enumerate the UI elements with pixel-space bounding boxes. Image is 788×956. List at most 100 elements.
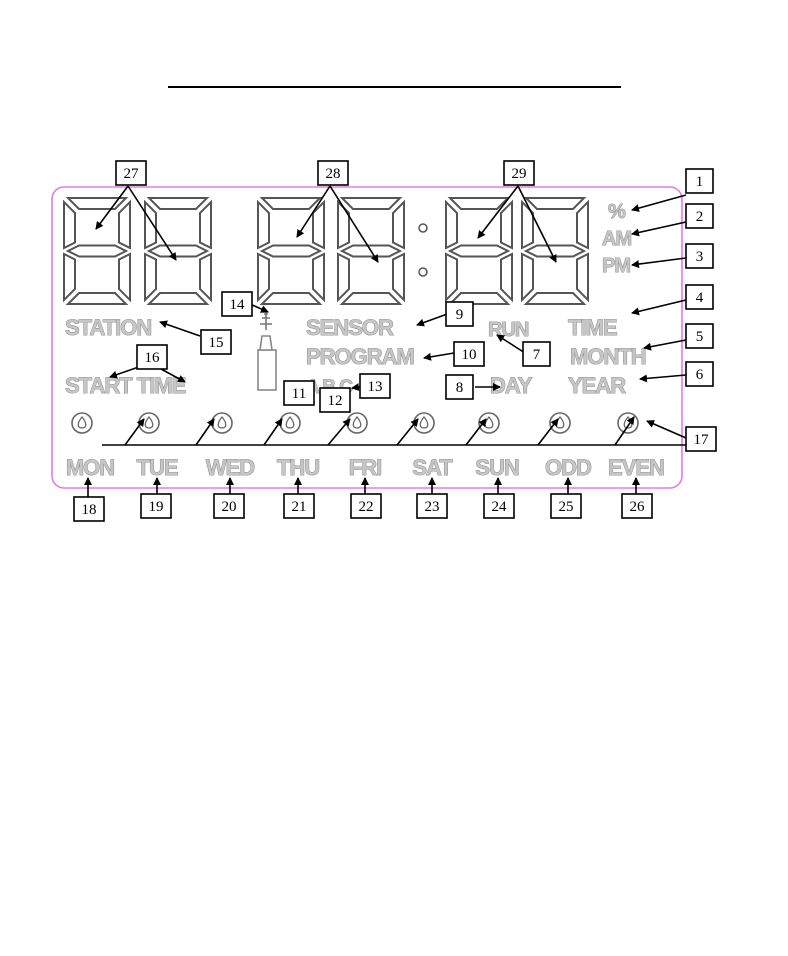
day-label-sun: SUN	[475, 455, 519, 480]
lcd-percent: %	[608, 201, 626, 223]
callout-26: 26	[622, 494, 652, 518]
callout-9: 9	[446, 302, 473, 326]
lcd-start-time: START TIME	[65, 373, 186, 398]
water-drop-icon	[347, 413, 367, 433]
day-labels: MON TUE WED THU FRI SAT SUN ODD EVEN	[66, 455, 664, 480]
callout-6: 6	[686, 362, 713, 386]
day-label-fri: FRI	[349, 455, 381, 480]
lcd-sensor: SENSOR	[306, 315, 394, 340]
callout-24: 24	[484, 494, 514, 518]
callout-11: 11	[284, 381, 314, 405]
day-label-even: EVEN	[608, 455, 664, 480]
callout-number: 4	[696, 290, 704, 306]
callout-12: 12	[320, 388, 350, 412]
callout-28: 28	[318, 161, 348, 185]
callout-20: 20	[214, 494, 244, 518]
callout-3: 3	[686, 244, 713, 268]
water-drop-icon	[72, 413, 92, 433]
callout-number: 7	[533, 347, 541, 363]
callout-number: 16	[145, 350, 161, 366]
callout-number: 21	[292, 499, 307, 515]
lcd-program: PROGRAM	[306, 344, 414, 369]
lcd-month: MONTH	[570, 344, 646, 369]
water-drop-icon	[280, 413, 300, 433]
callout-5: 5	[686, 324, 713, 348]
segment	[526, 198, 584, 209]
lcd-station: STATION	[65, 315, 151, 340]
callout-number: 26	[630, 499, 646, 515]
lcd-pm: PM	[602, 255, 630, 277]
callout-7: 7	[523, 342, 550, 366]
callout-number: 20	[222, 499, 237, 515]
callout-number: 3	[696, 249, 704, 265]
callout-number: 23	[425, 499, 440, 515]
water-drop-icon	[550, 413, 570, 433]
water-drop-icon	[618, 413, 638, 433]
callout-number: 5	[696, 329, 704, 345]
callout-number: 17	[694, 432, 710, 448]
callout-10: 10	[454, 342, 484, 366]
segment	[149, 293, 207, 304]
callout-number: 8	[456, 380, 464, 396]
callout-number: 28	[326, 166, 341, 182]
callout-23: 23	[417, 494, 447, 518]
callout-number: 6	[696, 367, 704, 383]
callout-1: 1	[686, 169, 713, 193]
callout-22: 22	[351, 494, 381, 518]
callout-13: 13	[360, 374, 390, 398]
callout-number: 29	[512, 166, 527, 182]
callout-15: 15	[201, 330, 231, 354]
lcd-run: RUN	[488, 319, 529, 341]
lcd-day: DAY	[490, 373, 533, 398]
callout-4: 4	[686, 285, 713, 309]
callout-number: 25	[559, 499, 574, 515]
day-label-wed: WED	[206, 455, 254, 480]
callout-number: 19	[149, 499, 164, 515]
callout-number: 24	[492, 499, 508, 515]
callout-17: 17	[686, 427, 716, 451]
callout-number: 27	[124, 166, 140, 182]
callout-27: 27	[116, 161, 146, 185]
callout-14: 14	[222, 292, 252, 316]
drop-icons	[72, 413, 638, 433]
callout-number: 14	[230, 297, 246, 313]
callout-number: 15	[209, 335, 224, 351]
callout-2: 2	[686, 204, 713, 228]
callout-18: 18	[74, 497, 104, 521]
day-label-tue: TUE	[137, 455, 178, 480]
callout-number: 10	[462, 347, 477, 363]
segment	[342, 198, 400, 209]
callout-number: 12	[328, 393, 343, 409]
segment	[450, 246, 508, 257]
segment	[149, 198, 207, 209]
segment	[262, 198, 320, 209]
day-label-mon: MON	[66, 455, 114, 480]
day-label-odd: ODD	[545, 455, 591, 480]
callout-number: 22	[359, 499, 374, 515]
callout-number: 18	[82, 502, 97, 518]
day-label-thu: THU	[277, 455, 319, 480]
callout-29: 29	[504, 161, 534, 185]
callout-8: 8	[446, 375, 473, 399]
segment	[342, 293, 400, 304]
segment	[68, 246, 126, 257]
lcd-year: YEAR	[568, 373, 626, 398]
segment	[450, 198, 508, 209]
colon-dot-bottom	[419, 268, 427, 276]
segment	[262, 246, 320, 257]
callout-25: 25	[551, 494, 581, 518]
segment	[262, 293, 320, 304]
segment	[526, 293, 584, 304]
water-drop-icon	[414, 413, 434, 433]
callout-number: 11	[292, 386, 306, 402]
colon-dot-top	[419, 224, 427, 232]
water-drop-icon	[212, 413, 232, 433]
callout-21: 21	[284, 494, 314, 518]
segment	[526, 246, 584, 257]
day-label-sat: SAT	[412, 455, 453, 480]
lcd-time: TIME	[568, 315, 617, 340]
segment	[68, 293, 126, 304]
callout-19: 19	[141, 494, 171, 518]
callout-number: 1	[696, 174, 704, 190]
